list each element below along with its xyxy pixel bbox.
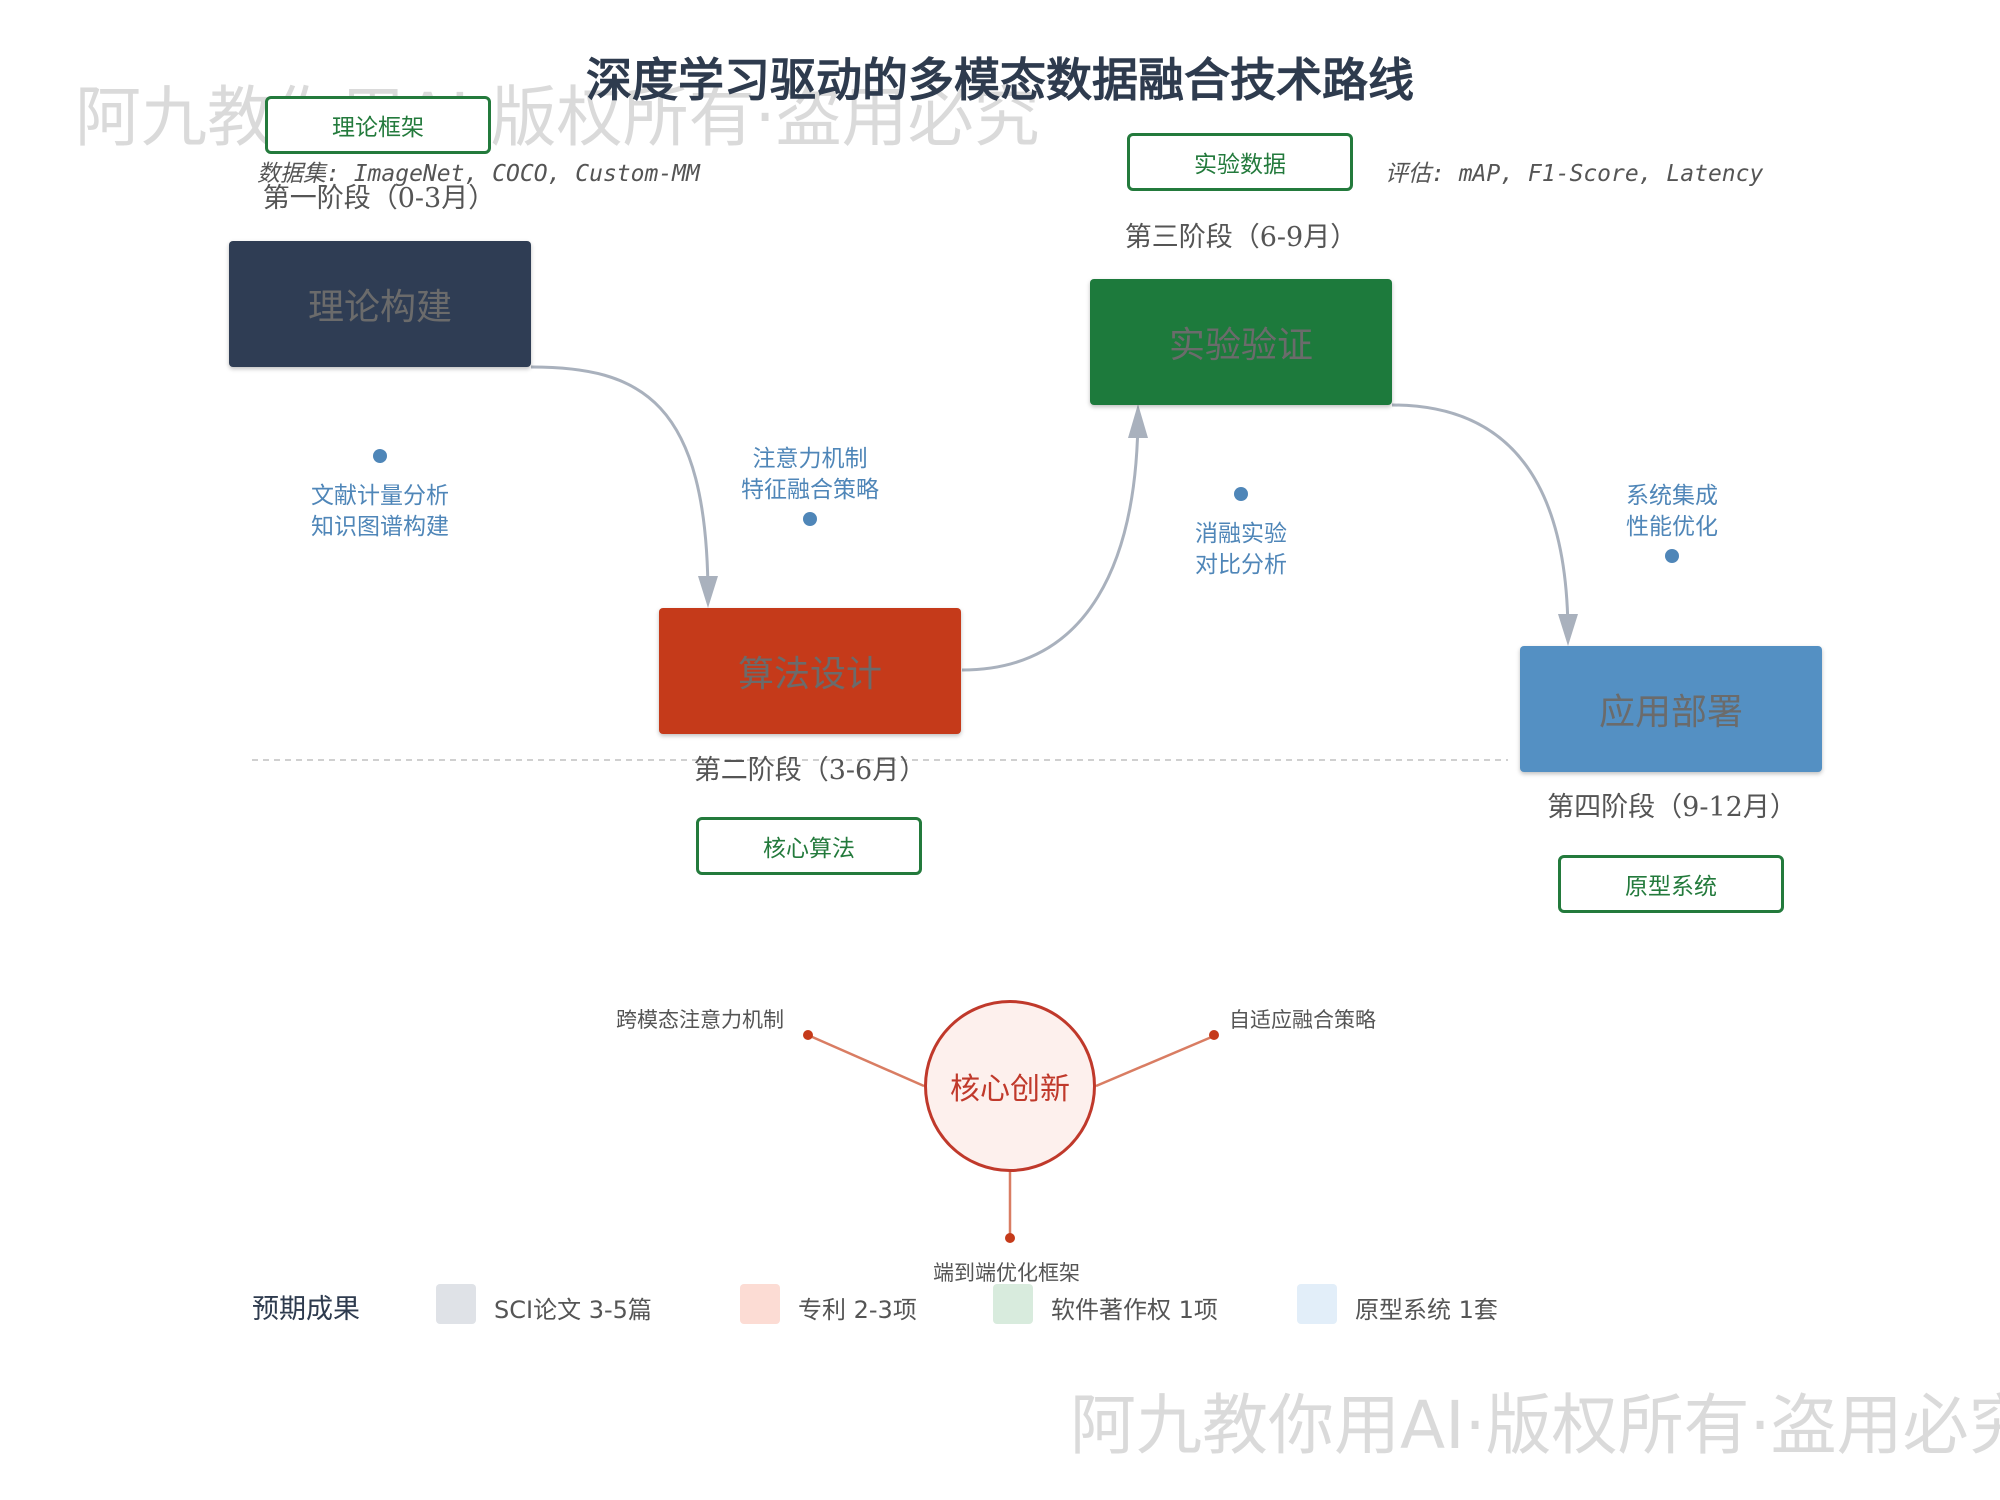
phase2-box: 算法设计	[659, 608, 961, 734]
phase2-activity-1: 注意力机制	[752, 446, 868, 472]
evaluation-note: 评估: mAP, F1-Score, Latency	[1385, 161, 1764, 187]
core-link-1	[809, 1034, 925, 1088]
legend-swatch-software	[993, 1284, 1033, 1324]
innovation-item-2: 自适应融合策略	[1229, 1008, 1376, 1032]
phase2-label: 第二阶段（3-6月）	[693, 755, 927, 786]
arrowhead-phase2	[698, 576, 718, 608]
legend-label-software: 软件著作权 1项	[1051, 1296, 1218, 1324]
phase1-box: 理论构建	[229, 241, 531, 367]
legend-label-patents: 专利 2-3项	[798, 1296, 917, 1324]
legend-swatch-papers	[436, 1284, 476, 1324]
phase3-activities: 消融实验 对比分析	[1111, 519, 1371, 581]
arrowhead-phase3	[1128, 404, 1148, 438]
core-link-dot-3	[1005, 1233, 1015, 1243]
legend-swatch-prototype	[1297, 1284, 1337, 1324]
phase1-activity-1: 文献计量分析	[311, 483, 449, 509]
phase4-activity-2: 性能优化	[1626, 514, 1718, 540]
phase1-activity-dot	[373, 449, 387, 463]
phase1-label: 第一阶段（0-3月）	[262, 183, 496, 214]
phase1-activities: 文献计量分析 知识图谱构建	[250, 481, 510, 543]
core-link-2	[1095, 1034, 1215, 1088]
legend-swatch-patents	[740, 1284, 780, 1324]
phase3-label: 第三阶段（6-9月）	[1124, 222, 1358, 253]
watermark-bottom: 阿九教你用AI·版权所有·盗用必究	[1070, 1387, 2000, 1464]
phase3-activity-1: 消融实验	[1195, 521, 1287, 547]
dataset-note: 数据集: ImageNet, COCO, Custom-MM	[257, 161, 700, 187]
legend-title: 预期成果	[252, 1294, 360, 1325]
arrow-phase1-to-phase2	[530, 365, 710, 599]
phase4-activities: 系统集成 性能优化	[1542, 481, 1802, 543]
phase4-activity-dot	[1665, 549, 1679, 563]
innovation-item-1: 跨模态注意力机制	[616, 1008, 784, 1032]
phase3-activity-2: 对比分析	[1195, 552, 1287, 578]
legend-label-papers: SCI论文 3-5篇	[494, 1296, 652, 1324]
phase4-output-tag: 原型系统	[1558, 855, 1784, 913]
phase1-output-tag: 理论框架	[265, 96, 491, 154]
phase3-output-tag: 实验数据	[1127, 133, 1353, 191]
watermark-top: 阿九教你用AI·版权所有·盗用必究	[75, 79, 1040, 156]
phase4-box: 应用部署	[1520, 646, 1822, 772]
page-title: 深度学习驱动的多模态数据融合技术路线	[586, 53, 1414, 107]
core-innovation-circle: 核心创新	[924, 1000, 1096, 1172]
phase1-activity-2: 知识图谱构建	[311, 514, 449, 540]
legend-label-prototype: 原型系统 1套	[1355, 1296, 1498, 1324]
phase4-label: 第四阶段（9-12月）	[1547, 792, 1797, 823]
phase2-output-tag: 核心算法	[696, 817, 922, 875]
phase4-activity-1: 系统集成	[1626, 483, 1718, 509]
arrow-phase3-to-phase4	[1391, 403, 1570, 637]
phase2-activity-2: 特征融合策略	[741, 477, 879, 503]
phase2-activities: 注意力机制 特征融合策略	[680, 444, 940, 506]
core-link-dot-2	[1209, 1030, 1219, 1040]
phase3-activity-dot	[1234, 487, 1248, 501]
innovation-item-3: 端到端优化框架	[933, 1261, 1080, 1285]
phase3-box: 实验验证	[1090, 279, 1392, 405]
phase2-activity-dot	[803, 512, 817, 526]
arrow-phase2-to-phase3	[961, 411, 1140, 672]
arrowhead-phase4	[1558, 614, 1578, 646]
core-link-dot-1	[803, 1030, 813, 1040]
